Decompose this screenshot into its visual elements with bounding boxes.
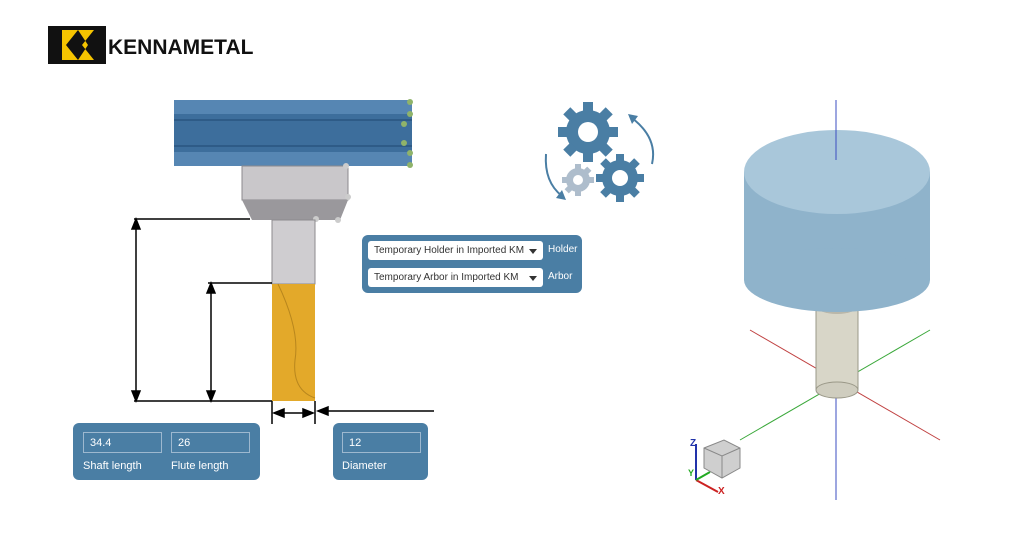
model-3d-view[interactable]	[680, 100, 980, 510]
arbor-body	[241, 163, 351, 223]
arbor-label: Arbor	[548, 271, 573, 282]
kennametal-logo: KENNAMETAL	[48, 26, 253, 66]
view-cube[interactable]: Z Y X	[688, 434, 748, 496]
arbor-select[interactable]: Temporary Arbor in Imported KM	[368, 268, 543, 287]
diameter-panel: 12 Diameter	[333, 423, 428, 480]
dimension-lines	[130, 216, 434, 424]
diameter-label: Diameter	[342, 460, 387, 472]
length-panel: 34.4 Shaft length 26 Flute length	[73, 423, 260, 480]
tool-flute	[272, 283, 316, 401]
gears-icon	[544, 102, 654, 202]
holder-select-value: Temporary Holder in Imported KM	[374, 245, 525, 256]
shaft-length-input[interactable]: 34.4	[83, 432, 162, 453]
holder-select[interactable]: Temporary Holder in Imported KM	[368, 241, 543, 260]
chevron-down-icon	[529, 276, 537, 281]
holder-label: Holder	[548, 244, 578, 255]
holder-flange	[174, 99, 413, 168]
diameter-input[interactable]: 12	[342, 432, 421, 453]
flute-length-label: Flute length	[171, 460, 229, 472]
brand-name: KENNAMETAL	[108, 36, 254, 59]
chevron-down-icon	[529, 249, 537, 254]
flute-length-input[interactable]: 26	[171, 432, 250, 453]
axis-y-label: Y	[688, 468, 694, 478]
shaft-length-label: Shaft length	[83, 460, 142, 472]
logo-mark-icon	[48, 26, 106, 64]
assembly-panel: Temporary Holder in Imported KM Holder T…	[362, 235, 582, 293]
axis-x-label: X	[718, 486, 725, 496]
arbor-select-value: Temporary Arbor in Imported KM	[374, 272, 519, 283]
axis-z-label: Z	[690, 438, 696, 449]
tool-shank	[271, 219, 316, 285]
model-holder	[744, 130, 930, 312]
